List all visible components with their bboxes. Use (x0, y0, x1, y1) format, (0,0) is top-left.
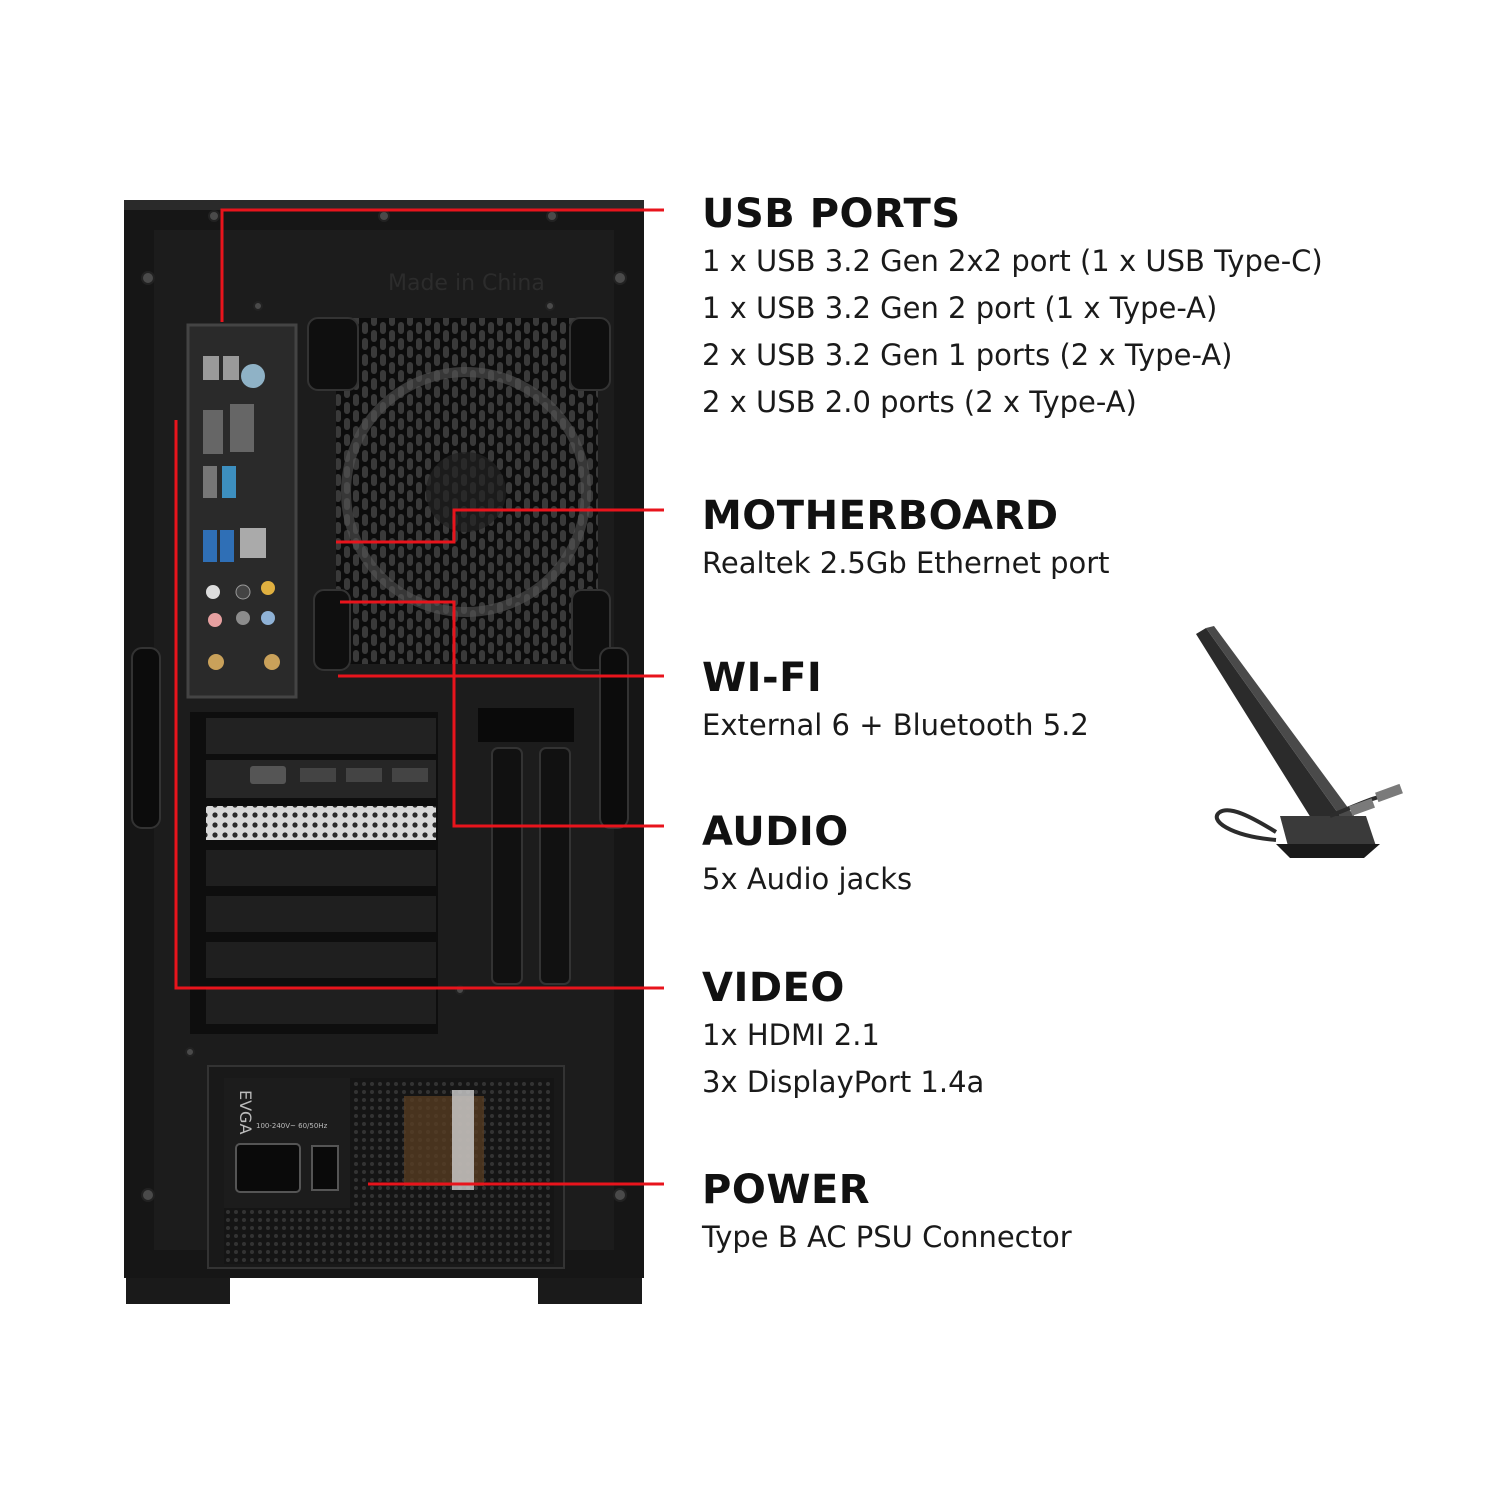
usb-ports-line: 1 x USB 3.2 Gen 2x2 port (1 x USB Type-C… (702, 244, 1323, 278)
motherboard-line: Realtek 2.5Gb Ethernet port (702, 546, 1110, 580)
usb-ports-line: 2 x USB 3.2 Gen 1 ports (2 x Type-A) (702, 338, 1233, 372)
spec-wifi: WI-FI External 6 + Bluetooth 5.2 (702, 654, 1462, 749)
io-shield (186, 323, 298, 699)
spec-audio: AUDIO 5x Audio jacks (702, 808, 1462, 903)
usb-ports-heading: USB PORTS (702, 191, 961, 237)
wifi-heading: WI-FI (702, 655, 823, 701)
spec-motherboard: MOTHERBOARD Realtek 2.5Gb Ethernet port (702, 492, 1462, 587)
wifi-line: External 6 + Bluetooth 5.2 (702, 708, 1089, 742)
callout-video (174, 420, 664, 990)
psu-rating: 100-240V~ 60/50Hz (256, 1122, 328, 1130)
wifi-antenna-image (1196, 626, 1403, 858)
video-heading: VIDEO (702, 965, 845, 1011)
callout-usb (220, 208, 664, 322)
video-line: 1x HDMI 2.1 (702, 1018, 880, 1052)
audio-line: 5x Audio jacks (702, 862, 913, 896)
audio-heading: AUDIO (702, 809, 849, 855)
video-line: 3x DisplayPort 1.4a (702, 1065, 985, 1099)
motherboard-heading: MOTHERBOARD (702, 493, 1059, 539)
power-heading: POWER (702, 1167, 871, 1213)
spec-usb-ports: USB PORTS 1 x USB 3.2 Gen 2x2 port (1 x … (702, 190, 1462, 426)
power-line: Type B AC PSU Connector (702, 1220, 1072, 1254)
spec-power: POWER Type B AC PSU Connector (702, 1166, 1462, 1261)
spec-video: VIDEO 1x HDMI 2.1 3x DisplayPort 1.4a (702, 964, 1462, 1106)
psu-brand: EVGA (236, 1090, 255, 1134)
callout-audio (340, 600, 664, 828)
callout-motherboard (336, 508, 664, 544)
usb-ports-line: 2 x USB 2.0 ports (2 x Type-A) (702, 385, 1137, 419)
made-in-marking: Made in China (388, 271, 545, 296)
usb-ports-line: 1 x USB 3.2 Gen 2 port (1 x Type-A) (702, 291, 1218, 325)
